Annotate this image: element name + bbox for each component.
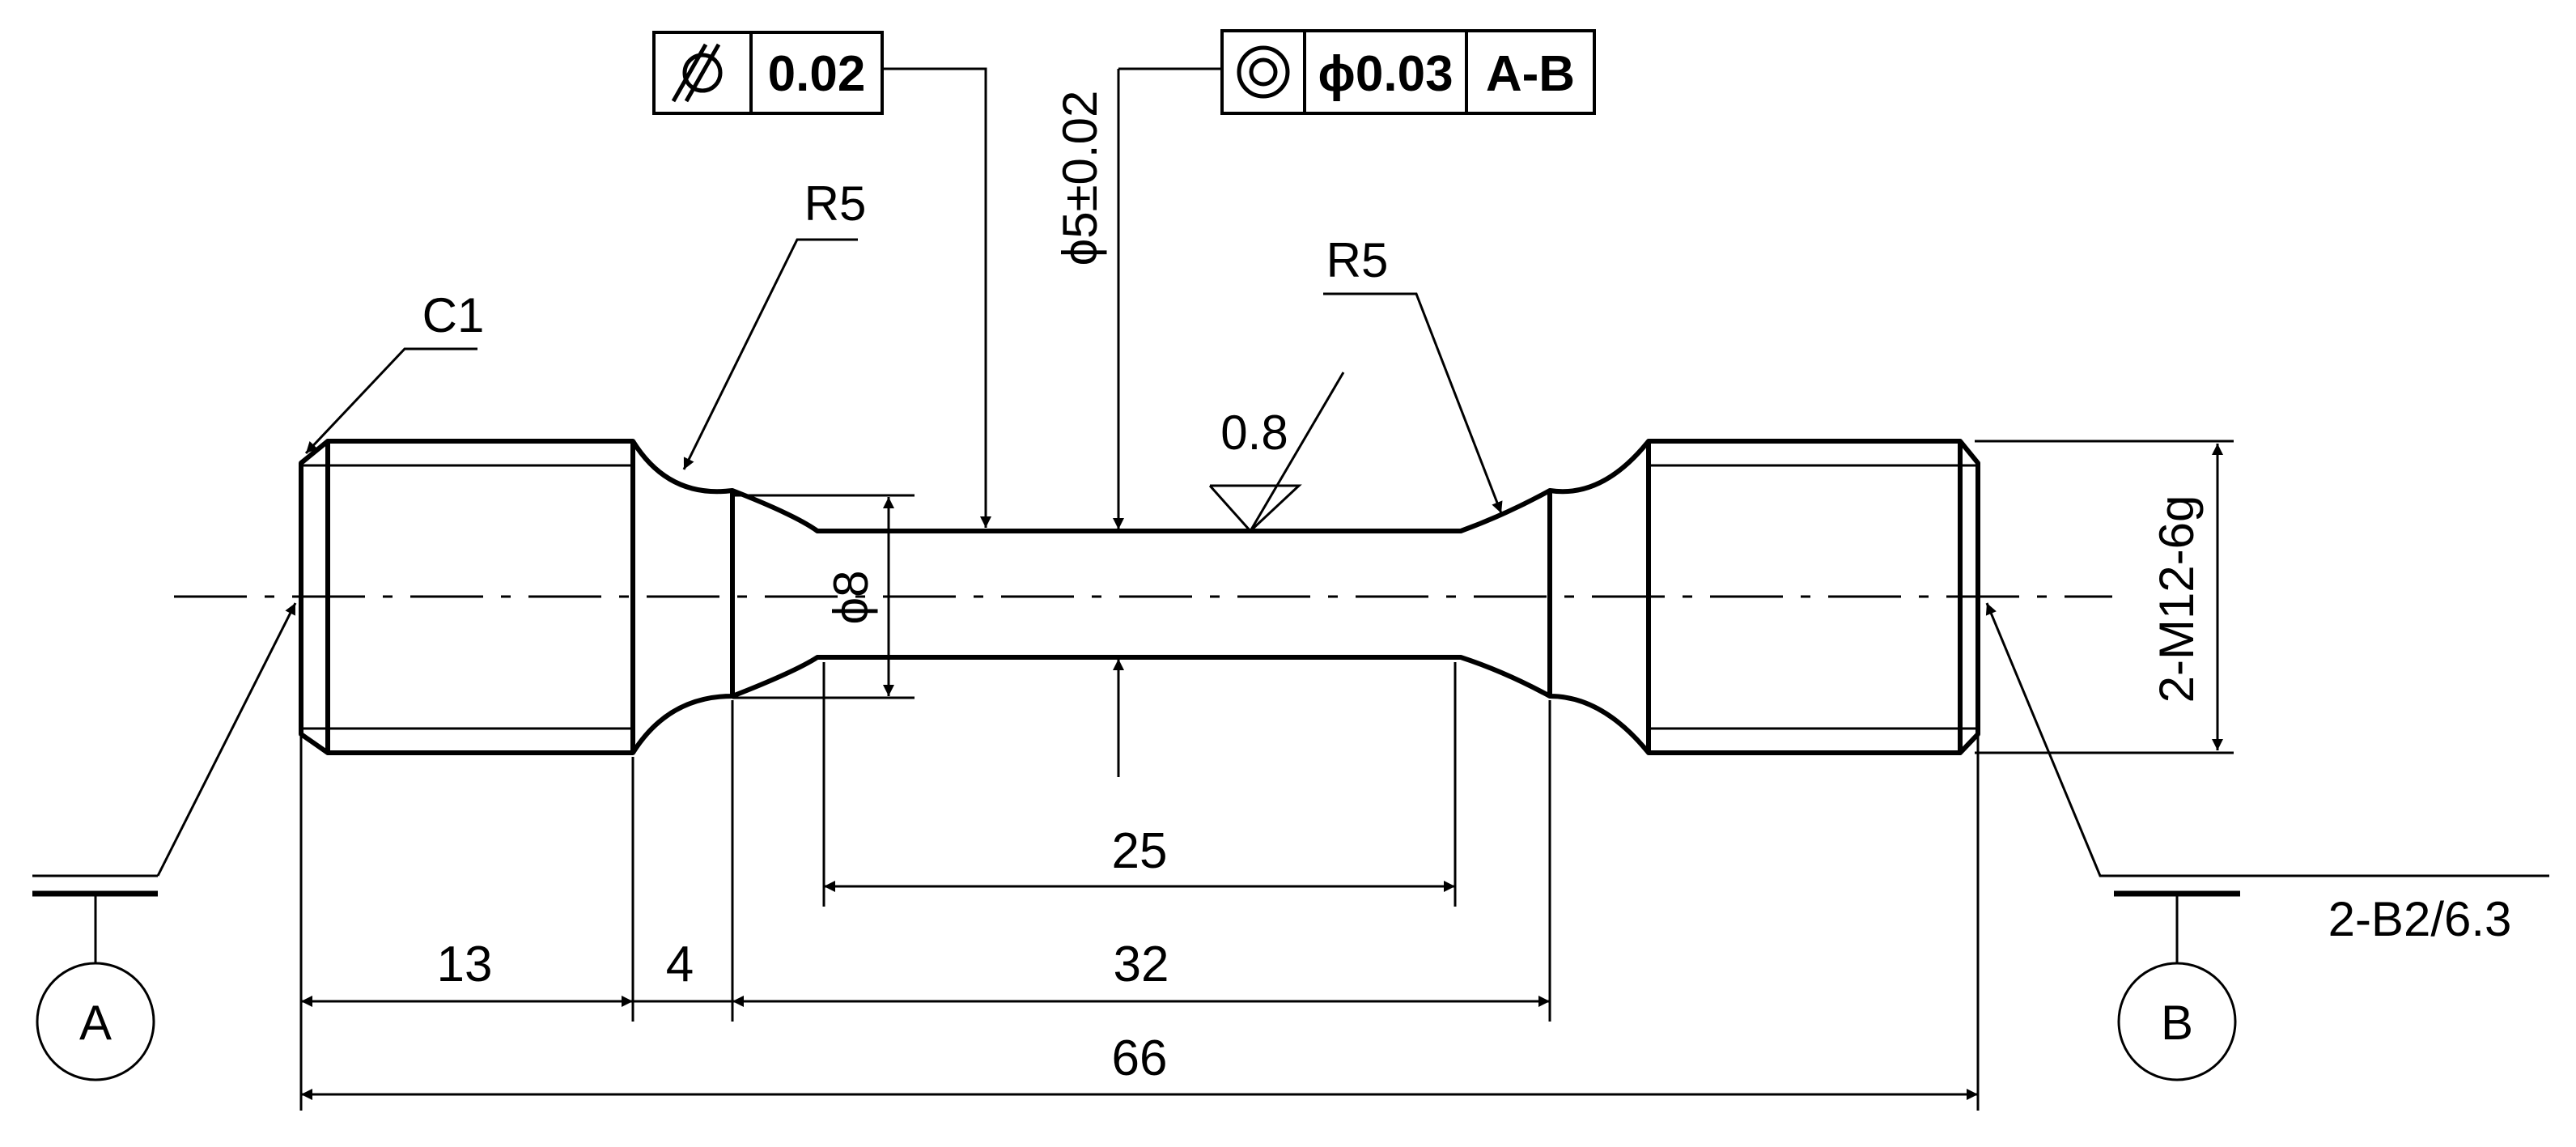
extension-lines xyxy=(299,440,2234,1111)
center-hole-label: 2-B2/6.3 xyxy=(2328,892,2512,946)
concentricity-symbol-icon xyxy=(1237,45,1290,99)
thread-label: 2-M12-6g xyxy=(2149,495,2204,703)
flatness-symbol-icon xyxy=(671,43,723,103)
flatness-tolerance: 0.02 xyxy=(768,46,866,102)
gauge-diameter-label: ϕ5±0.02 xyxy=(1053,91,1107,266)
datum-b-symbol xyxy=(2114,890,2240,1081)
dim-thread-length: 13 xyxy=(437,937,493,992)
concentricity-tolerance: ϕ0.03 xyxy=(1318,46,1453,102)
flatness-frame xyxy=(652,31,884,115)
leader-lines xyxy=(156,67,2549,877)
dim-reduced-length: 32 xyxy=(1114,937,1169,992)
neck-diameter-label: ϕ8 xyxy=(824,571,878,625)
datum-b-label: B xyxy=(2161,996,2193,1050)
dim-gauge-length: 25 xyxy=(1112,823,1168,879)
concentricity-datum: A-B xyxy=(1486,46,1575,102)
datum-a-label: A xyxy=(79,996,112,1050)
datum-a-symbol xyxy=(32,874,158,1081)
roughness-value: 0.8 xyxy=(1220,406,1288,460)
chamfer-label: C1 xyxy=(422,288,485,342)
dim-overall-length: 66 xyxy=(1112,1030,1168,1086)
r5-right-label: R5 xyxy=(1326,233,1389,287)
dim-transition-length: 4 xyxy=(666,937,694,992)
dimension-lines xyxy=(301,67,2223,1100)
thread-lines xyxy=(301,464,1978,730)
concentricity-frame xyxy=(1220,29,1596,115)
r5-left-label: R5 xyxy=(804,176,867,231)
